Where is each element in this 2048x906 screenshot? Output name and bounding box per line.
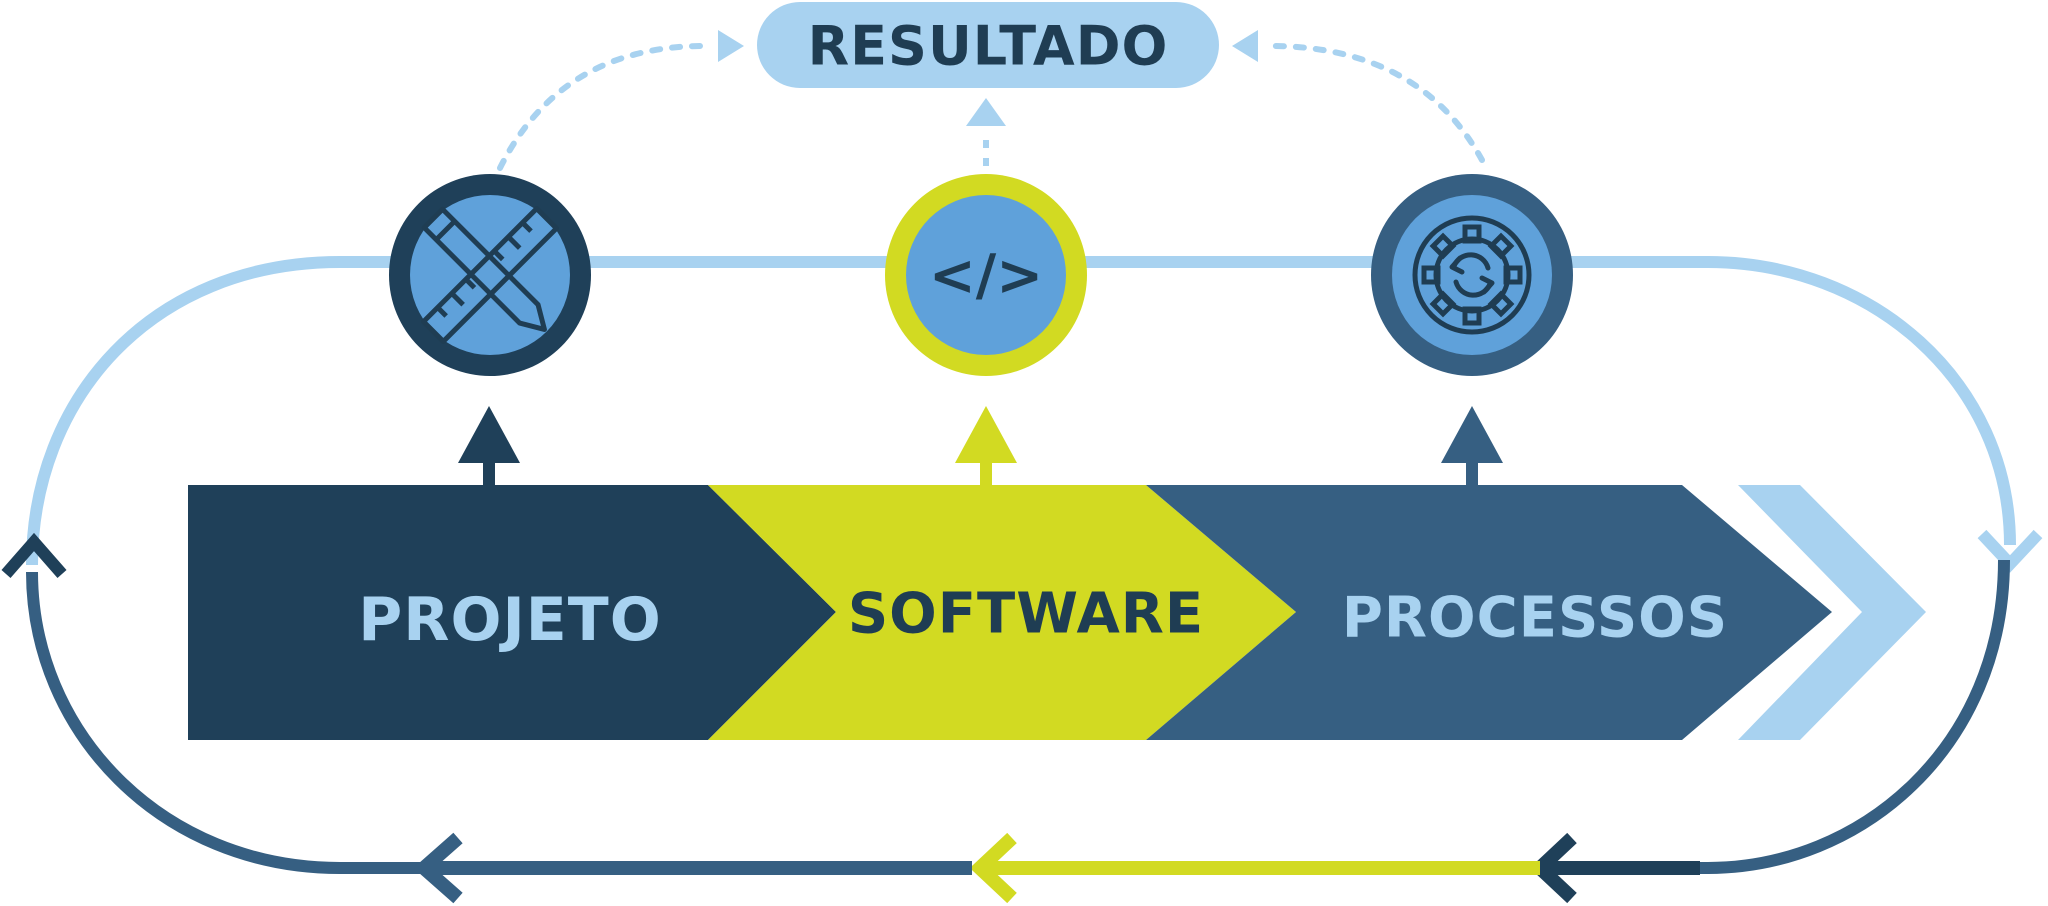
band-software [708,485,1296,740]
gear-tooth [1429,232,1457,260]
up-arrow-stem-projeto [483,460,495,488]
result-label: RESULTADO [808,15,1169,78]
gear-cycle-icon [1412,215,1532,335]
loop-left-chevron [1,532,67,578]
loop-top-track [26,256,2016,566]
stage-label-projeto: PROJETO [358,585,661,655]
arrowhead-processos-resultado [1232,30,1258,62]
arrowhead-software-resultado [966,98,1006,126]
up-arrow-head-processos [1441,406,1503,463]
dotted-arrow-processos-resultado [1272,43,1485,163]
gear-tooth [1503,265,1523,285]
node-software: </> [885,174,1087,376]
gear-tooth [1487,290,1515,318]
node-processos [1371,174,1573,376]
band-processos [1146,485,1832,740]
gear-tooth [1462,306,1482,326]
up-arrow-head-projeto [458,406,520,463]
gear-tooth [1487,232,1515,260]
gear-tooth [1462,224,1482,244]
up-arrow-head-software [955,406,1017,463]
stage-label-software: SOFTWARE [848,582,1204,647]
band-projeto [188,485,836,740]
gear-tooth [1421,265,1441,285]
up-arrow-stem-software [980,460,992,488]
band-end-chevron [1738,485,1926,740]
up-arrow-stem-processos [1466,460,1478,488]
node-projeto [389,174,591,376]
code-icon: </> [929,244,1043,309]
loop-right-bottom-track [1548,559,2010,874]
bottom-lime-chevron [969,832,1017,904]
loop-left-bottom-track [26,571,430,874]
stage-label-processos: PROCESSOS [1342,586,1728,651]
result-pill [757,2,1219,88]
arrowhead-projeto-resultado [718,30,744,62]
bottom-steel-chevron [413,832,463,904]
dotted-arrow-projeto-resultado [497,43,703,171]
loop-right-chevron [1977,529,2043,573]
ruler-pencil-icon [421,206,559,344]
gear-tooth [1429,290,1457,318]
